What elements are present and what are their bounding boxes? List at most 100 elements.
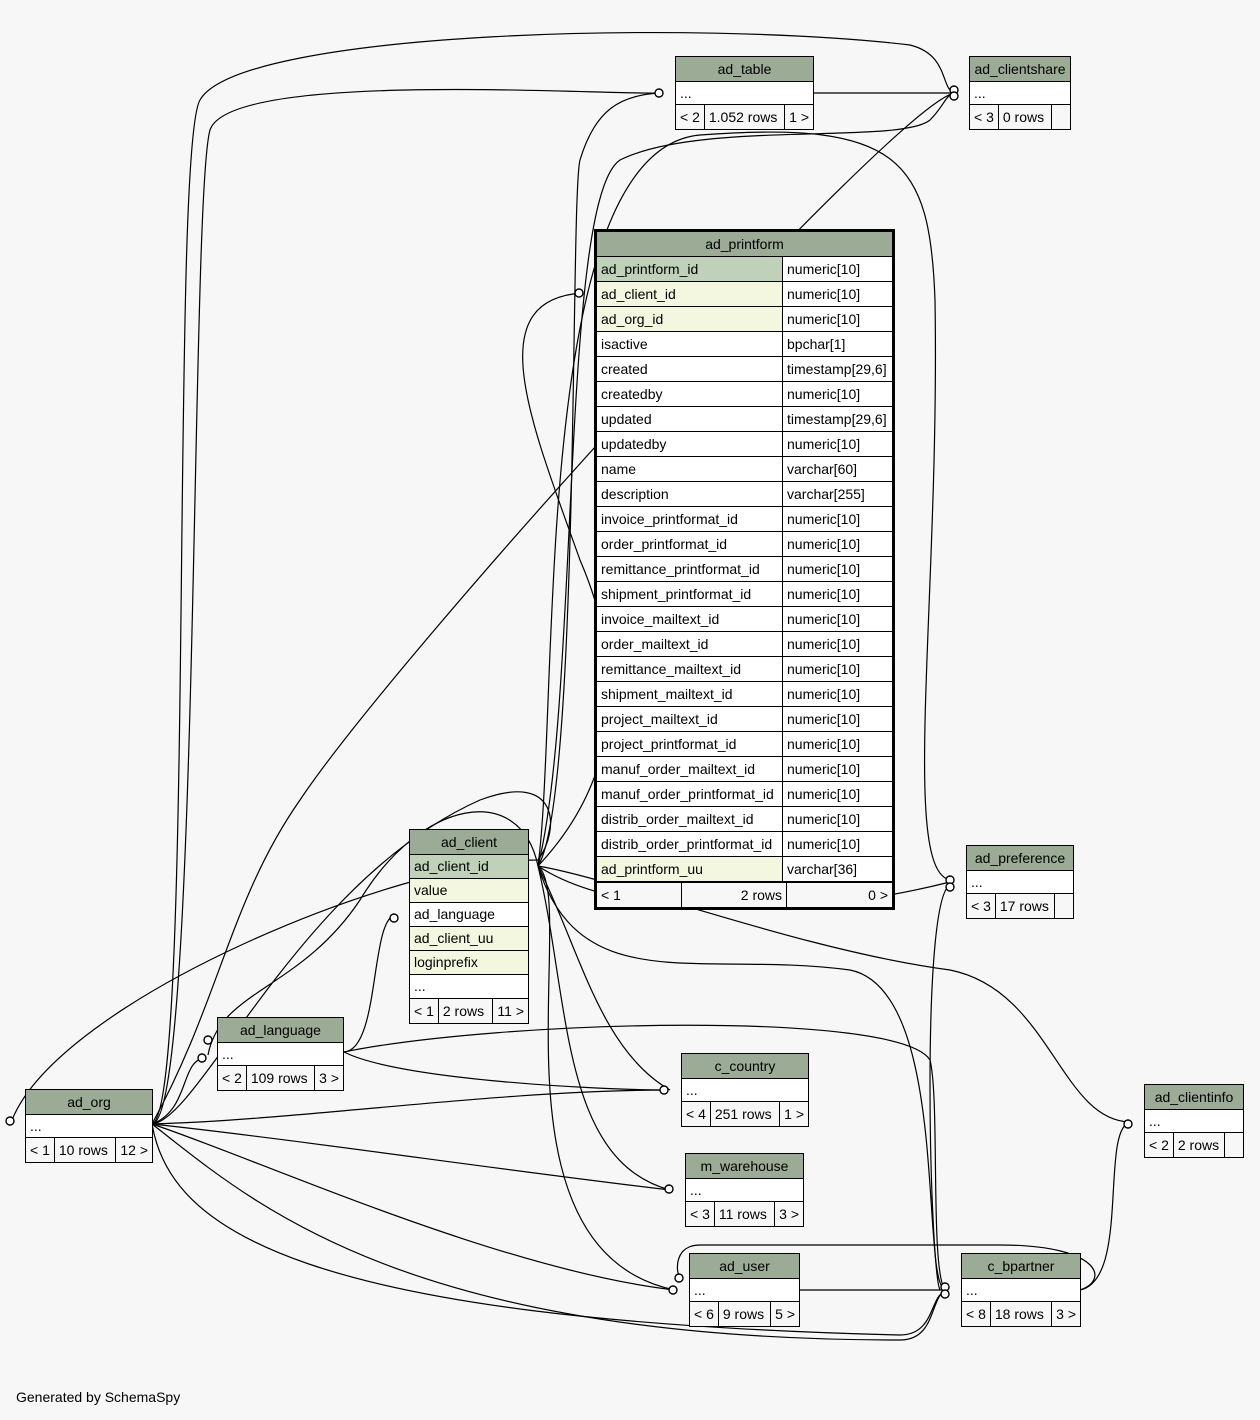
children-count[interactable]: 1 >: [784, 1106, 804, 1122]
children-count[interactable]: 12 >: [120, 1142, 148, 1158]
children-count[interactable]: [1225, 1133, 1243, 1157]
children-count[interactable]: 3 >: [779, 1206, 799, 1222]
children-count[interactable]: 3 >: [319, 1070, 339, 1086]
table-m-warehouse[interactable]: m_warehouse ... < 3 11 rows 3 >: [685, 1153, 804, 1227]
table-ad-clientshare[interactable]: ad_clientshare ... < 3 0 rows: [969, 56, 1071, 130]
parents-count[interactable]: < 2: [1145, 1133, 1174, 1157]
column-type: numeric[10]: [787, 736, 861, 752]
row-count: 18 rows: [991, 1302, 1053, 1326]
table-c-bpartner[interactable]: c_bpartner ... < 8 18 rows 3 >: [961, 1253, 1081, 1327]
column-row[interactable]: ad_language: [410, 903, 528, 927]
children-count[interactable]: [1052, 105, 1070, 129]
table-ad-user[interactable]: ad_user ... < 6 9 rows 5 >: [689, 1253, 800, 1327]
table-footer: < 3 17 rows: [967, 894, 1073, 918]
children-count[interactable]: 0 >: [868, 887, 888, 903]
columns-ellipsis: ...: [26, 1115, 152, 1138]
edge-end-marker: [674, 1273, 684, 1283]
table-footer: < 3 0 rows: [970, 105, 1070, 129]
column-name: isactive: [597, 332, 783, 356]
table-title: ad_user: [690, 1254, 799, 1279]
parents-count[interactable]: < 3: [970, 105, 999, 129]
parents-count[interactable]: < 1: [597, 883, 682, 907]
column-type: numeric[10]: [787, 436, 861, 452]
table-title: ad_org: [26, 1090, 152, 1115]
column-row[interactable]: ...: [410, 975, 528, 999]
parents-count[interactable]: < 3: [967, 894, 996, 918]
parents-count[interactable]: < 3: [686, 1202, 715, 1226]
table-footer: < 6 9 rows 5 >: [690, 1302, 799, 1326]
parents-count[interactable]: < 6: [690, 1302, 719, 1326]
edge-bpartner-user-loop: [676, 1244, 1096, 1291]
column-row[interactable]: loginprefix: [410, 951, 528, 975]
column-name: project_mailtext_id: [597, 707, 783, 731]
parents-count[interactable]: < 8: [962, 1302, 991, 1326]
column-type: varchar[60]: [787, 461, 858, 477]
table-ad-language[interactable]: ad_language ... < 2 109 rows 3 >: [217, 1017, 344, 1091]
column-name: createdby: [597, 382, 783, 406]
children-count[interactable]: 1 >: [789, 109, 809, 125]
table-c-country[interactable]: c_country ... < 4 251 rows 1 >: [681, 1053, 809, 1127]
column-row[interactable]: ad_client_id: [410, 855, 528, 879]
table-footer: < 2 2 rows: [1145, 1133, 1243, 1157]
edge-org-user: [151, 1123, 676, 1291]
children-count[interactable]: 3 >: [1056, 1306, 1076, 1322]
table-ad-table[interactable]: ad_table ... < 2 1.052 rows 1 >: [675, 56, 814, 130]
children-count[interactable]: [1055, 894, 1073, 918]
column-name: manuf_order_mailtext_id: [597, 757, 783, 781]
edge-bpartner-clientinfo: [1079, 1121, 1131, 1291]
column-type: numeric[10]: [787, 611, 861, 627]
children-count[interactable]: 11 >: [497, 1003, 524, 1019]
parents-count[interactable]: < 4: [682, 1102, 711, 1126]
parents-count[interactable]: < 2: [676, 105, 705, 129]
column-row[interactable]: value: [410, 879, 528, 903]
parents-count[interactable]: < 1: [26, 1138, 55, 1162]
table-ad-org[interactable]: ad_org ... < 1 10 rows 12 >: [25, 1089, 153, 1163]
table-ad-clientinfo[interactable]: ad_clientinfo ... < 2 2 rows: [1144, 1084, 1244, 1158]
parents-count[interactable]: < 2: [218, 1066, 247, 1090]
edge-end-marker: [203, 1035, 213, 1045]
column-type: numeric[10]: [787, 761, 861, 777]
table-title: ad_client: [410, 830, 528, 855]
column-row[interactable]: ad_client_uu: [410, 927, 528, 951]
column-name: order_mailtext_id: [597, 632, 783, 656]
column-name: ad_printform_uu: [597, 857, 783, 881]
children-count[interactable]: 5 >: [775, 1306, 795, 1322]
table-title: ad_preference: [967, 846, 1073, 871]
edge-preference-user: [929, 884, 951, 1291]
parents-count[interactable]: < 1: [410, 999, 439, 1023]
columns-ellipsis: ...: [686, 1179, 803, 1202]
column-type: varchar[36]: [787, 861, 858, 877]
row-count: 2 rows: [1174, 1133, 1225, 1157]
table-ad-preference[interactable]: ad_preference ... < 3 17 rows: [966, 845, 1074, 919]
edge-org-bpartner-a: [151, 1123, 946, 1341]
